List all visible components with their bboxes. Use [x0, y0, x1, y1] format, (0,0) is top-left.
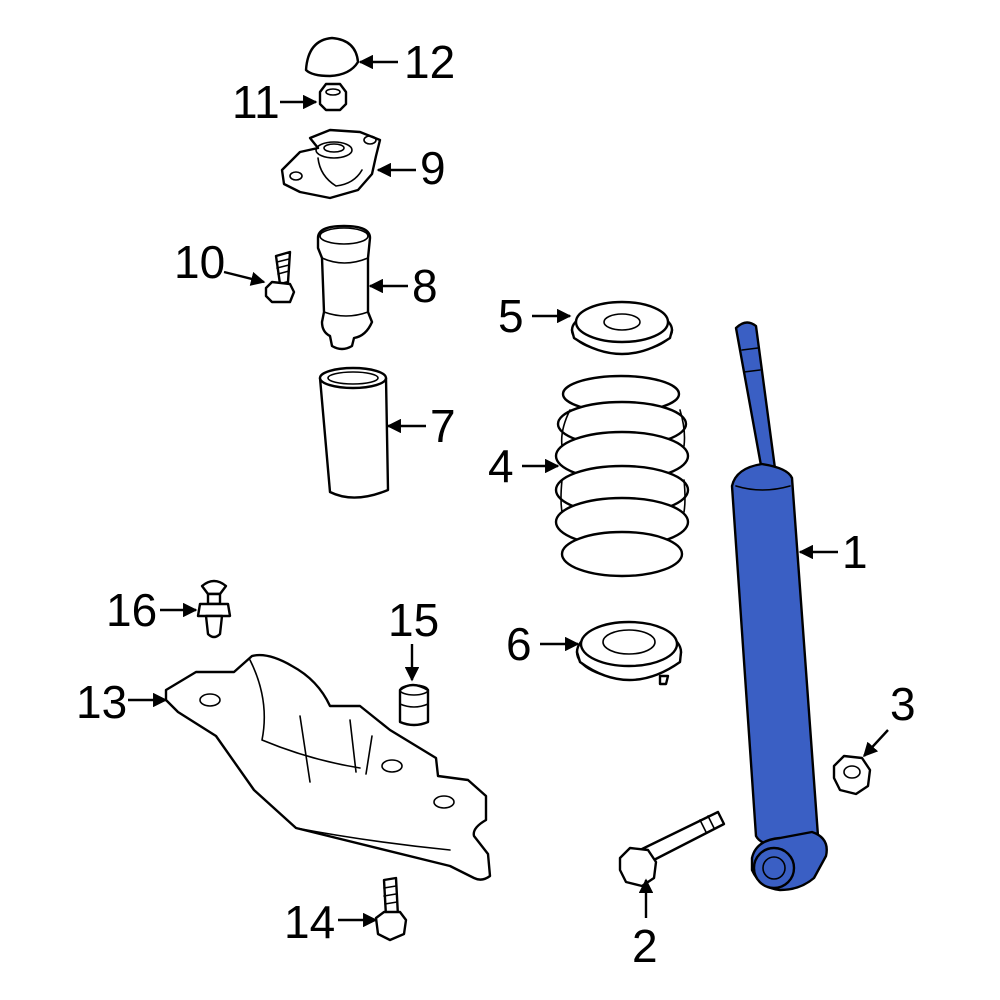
part-11-nut[interactable]: [318, 82, 348, 112]
leader-lines: [128, 54, 889, 928]
part-16-clip[interactable]: [196, 579, 232, 639]
callout-14: 14: [284, 896, 335, 948]
callout-7: 7: [430, 400, 456, 452]
part-6-lower-spring-seat[interactable]: [575, 620, 683, 686]
callout-6: 6: [506, 618, 532, 670]
callout-16: 16: [106, 584, 157, 636]
part-3-nut[interactable]: [832, 754, 872, 796]
part-12-dust-cap[interactable]: [304, 36, 360, 78]
callout-11: 11: [232, 76, 280, 128]
callout-10: 10: [174, 236, 225, 288]
part-1-shock-absorber[interactable]: [730, 321, 828, 892]
part-2-bolt[interactable]: [618, 810, 726, 888]
callout-15: 15: [388, 594, 439, 646]
part-7-protective-boot[interactable]: [318, 366, 390, 499]
part-15-bushing[interactable]: [398, 683, 430, 727]
part-8-bump-stop[interactable]: [316, 224, 374, 351]
callout-3: 3: [890, 678, 916, 730]
callout-2: 2: [632, 920, 658, 972]
callout-4: 4: [488, 440, 514, 492]
part-5-upper-spring-seat[interactable]: [570, 300, 674, 356]
callout-8: 8: [412, 260, 438, 312]
callout-13: 13: [76, 676, 127, 728]
part-10-bolt[interactable]: [264, 250, 296, 304]
callout-5: 5: [498, 290, 524, 342]
part-4-coil-spring[interactable]: [554, 374, 690, 578]
part-14-bolt[interactable]: [374, 876, 408, 942]
part-9-upper-mount[interactable]: [280, 128, 382, 200]
callout-9: 9: [420, 142, 446, 194]
callout-12: 12: [404, 36, 455, 88]
part-13-lower-control-arm[interactable]: [164, 653, 492, 881]
callout-1: 1: [842, 526, 868, 578]
